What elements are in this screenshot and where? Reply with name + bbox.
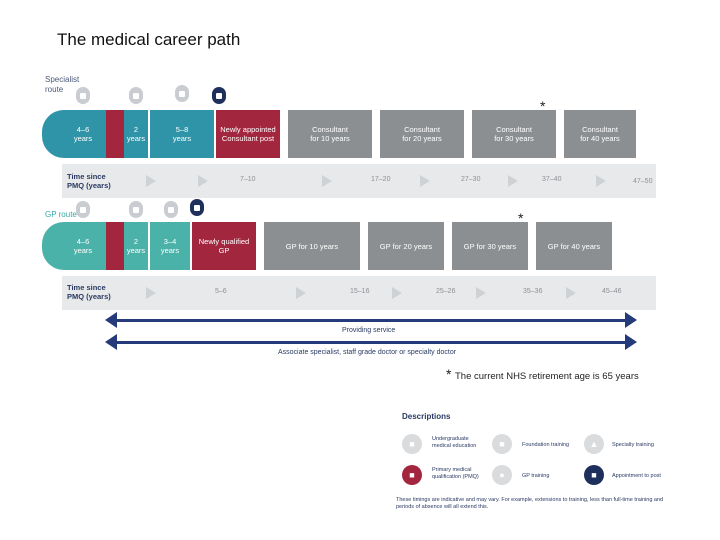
briefcase-icon xyxy=(190,199,204,216)
book-icon xyxy=(76,201,90,218)
description-item: Primary medical qualification (PMQ) xyxy=(432,467,479,480)
time-arrow xyxy=(392,287,402,299)
stethoscope-icon: ● xyxy=(492,465,512,485)
stethoscope-icon xyxy=(164,201,178,218)
arrow-left-icon xyxy=(105,312,117,328)
specialist-route-label-line1: Specialist xyxy=(45,75,80,84)
time-arrow xyxy=(420,175,430,187)
specialist-time-value: 17–20 xyxy=(371,176,391,183)
house-icon: ▲ xyxy=(584,434,604,454)
graduation-cap-icon: ■ xyxy=(402,465,422,485)
arrow-left-icon xyxy=(105,334,117,350)
footnote-asterisk: * xyxy=(446,366,452,382)
gp-time-value: 35–36 xyxy=(523,288,543,295)
specialist-stage-pmq xyxy=(106,110,124,158)
footnote-text: The current NHS retirement age is 65 yea… xyxy=(455,371,639,382)
clipboard-icon xyxy=(129,201,143,218)
time-arrow xyxy=(146,287,156,299)
specialist-time-value: 27–30 xyxy=(461,176,481,183)
specialist-time-value: 47–50 xyxy=(633,178,653,185)
gp-time-band xyxy=(62,276,656,310)
time-arrow xyxy=(322,175,332,187)
house-icon xyxy=(175,85,189,102)
specialist-time-value: 37–40 xyxy=(542,176,562,183)
providing-service-label: Providing service xyxy=(342,327,396,334)
clipboard-icon xyxy=(129,87,143,104)
time-arrow xyxy=(508,175,518,187)
time-arrow xyxy=(198,175,208,187)
arrow-right-icon xyxy=(625,334,637,350)
time-arrow xyxy=(296,287,306,299)
asterisk-specialist: * xyxy=(540,98,546,114)
associate-label: Associate specialist, staff grade doctor… xyxy=(278,349,457,356)
arrow-right-icon xyxy=(625,312,637,328)
book-icon xyxy=(76,87,90,104)
specialist-time-value: 7–10 xyxy=(240,176,256,183)
description-item: GP training xyxy=(522,473,550,479)
providing-service-line xyxy=(115,319,627,322)
descriptions-note: These timings are indicative and may var… xyxy=(396,497,664,510)
briefcase-icon xyxy=(212,87,226,104)
description-item: Specialty training xyxy=(612,442,654,448)
gp-time-value: 15–16 xyxy=(350,288,370,295)
gp-route-label: GP route xyxy=(45,210,77,219)
briefcase-icon: ■ xyxy=(584,465,604,485)
book-icon: ■ xyxy=(402,434,422,454)
gp-stage-gp-40: GP for 40 years xyxy=(536,222,612,270)
time-arrow xyxy=(476,287,486,299)
associate-line xyxy=(115,341,627,344)
page-title: The medical career path xyxy=(57,30,241,49)
time-arrow xyxy=(596,175,606,187)
specialist-route-label: Specialist route xyxy=(45,75,79,95)
clipboard-icon: ■ xyxy=(492,434,512,454)
time-arrow xyxy=(146,175,156,187)
specialist-time-band xyxy=(62,164,656,198)
gp-stage-pmq xyxy=(106,222,124,270)
description-item: Foundation training xyxy=(522,442,570,448)
gp-time-value: 25–26 xyxy=(436,288,456,295)
time-arrow xyxy=(566,287,576,299)
descriptions-title: Descriptions xyxy=(402,412,451,421)
gp-time-value: 5–6 xyxy=(215,288,227,295)
asterisk-gp: * xyxy=(518,210,524,226)
description-item: Appointment to post xyxy=(612,473,661,479)
gp-time-value: 45–46 xyxy=(602,288,622,295)
gp-stage-gp-10: GP for 10 years xyxy=(264,222,360,270)
gp-stage-gp-30: GP for 30 years xyxy=(452,222,528,270)
gp-stage-gp-20: GP for 20 years xyxy=(368,222,444,270)
description-item: Undergraduate medical education xyxy=(432,436,477,449)
specialist-route-label-line2: route xyxy=(45,85,64,94)
